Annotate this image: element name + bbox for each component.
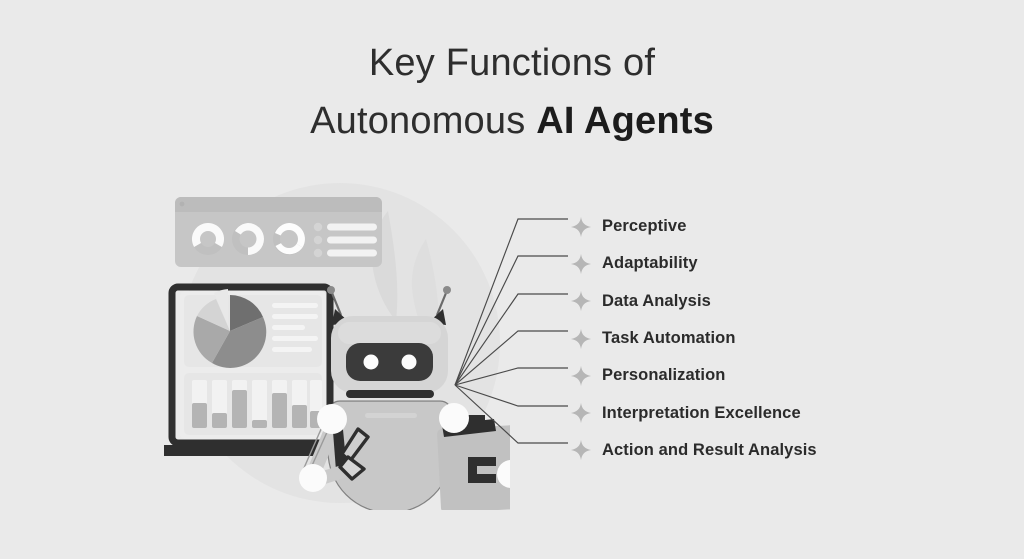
list-item-label: Adaptability: [602, 254, 698, 273]
robot-joint-elbow-left: [299, 464, 327, 492]
robot-joint-shoulder-left: [317, 404, 347, 434]
screen-text-lines: [272, 303, 318, 352]
connector-line-3: [454, 293, 568, 386]
list-item[interactable]: Action and Result Analysis: [570, 432, 990, 469]
robot: [299, 286, 510, 510]
donut-chart-3: [273, 223, 305, 255]
list-item[interactable]: Personalization: [570, 357, 990, 394]
sparkle-icon: [570, 328, 592, 349]
connector-line-7: [454, 384, 568, 444]
connector-lines: [440, 195, 590, 470]
list-item-label: Action and Result Analysis: [602, 440, 817, 459]
connector-line-5: [454, 367, 568, 386]
list-item-label: Personalization: [602, 366, 726, 385]
list-item-label: Interpretation Excellence: [602, 403, 801, 422]
feature-list: Perceptive Adaptability Data Analysis Ta…: [570, 208, 990, 469]
robot-chest-detail: [365, 413, 417, 418]
pie-chart: [193, 289, 267, 368]
donut-chart-1: [191, 222, 225, 255]
list-item[interactable]: Data Analysis: [570, 283, 990, 320]
robot-right-arm: [437, 403, 510, 510]
title-line-1: Key Functions of: [368, 42, 656, 84]
list-item[interactable]: Interpretation Excellence: [570, 394, 990, 431]
robot-joint-hand-right: [497, 460, 510, 488]
laptop: [164, 283, 344, 456]
list-item[interactable]: Adaptability: [570, 245, 990, 282]
connector-line-1: [454, 218, 568, 386]
card-list-rows: [313, 222, 377, 258]
connector-line-2: [454, 255, 568, 386]
donut-chart-2: [232, 223, 264, 255]
sparkle-icon: [570, 216, 592, 237]
list-item-label: Perceptive: [602, 217, 687, 236]
sparkle-icon: [570, 403, 592, 424]
robot-eye-right: [401, 354, 417, 370]
list-item[interactable]: Perceptive: [570, 208, 990, 245]
robot-eye-left: [363, 354, 379, 370]
robot-joint-shoulder-right: [439, 403, 469, 433]
page-title: Key Functions of Autonomous AI Agents: [0, 44, 1024, 140]
robot-dashboard-illustration: [150, 175, 510, 510]
sparkle-icon: [570, 365, 592, 386]
list-item[interactable]: Task Automation: [570, 320, 990, 357]
bar-chart: [192, 380, 322, 428]
dashboard-card: [175, 197, 382, 267]
connector-line-4: [454, 330, 568, 386]
title-line-2-normal: Autonomous: [310, 100, 537, 142]
robot-left-arm: [299, 404, 370, 492]
list-item-label: Data Analysis: [602, 291, 711, 310]
sparkle-icon: [570, 440, 592, 461]
title-line-2-bold: AI Agents: [536, 100, 714, 142]
robot-head: [331, 316, 448, 398]
sparkle-icon: [570, 291, 592, 312]
connector-line-6: [454, 384, 568, 407]
sparkle-icon: [570, 253, 592, 275]
title-line-2: Autonomous AI Agents: [0, 102, 1024, 140]
list-item-label: Task Automation: [602, 329, 736, 348]
